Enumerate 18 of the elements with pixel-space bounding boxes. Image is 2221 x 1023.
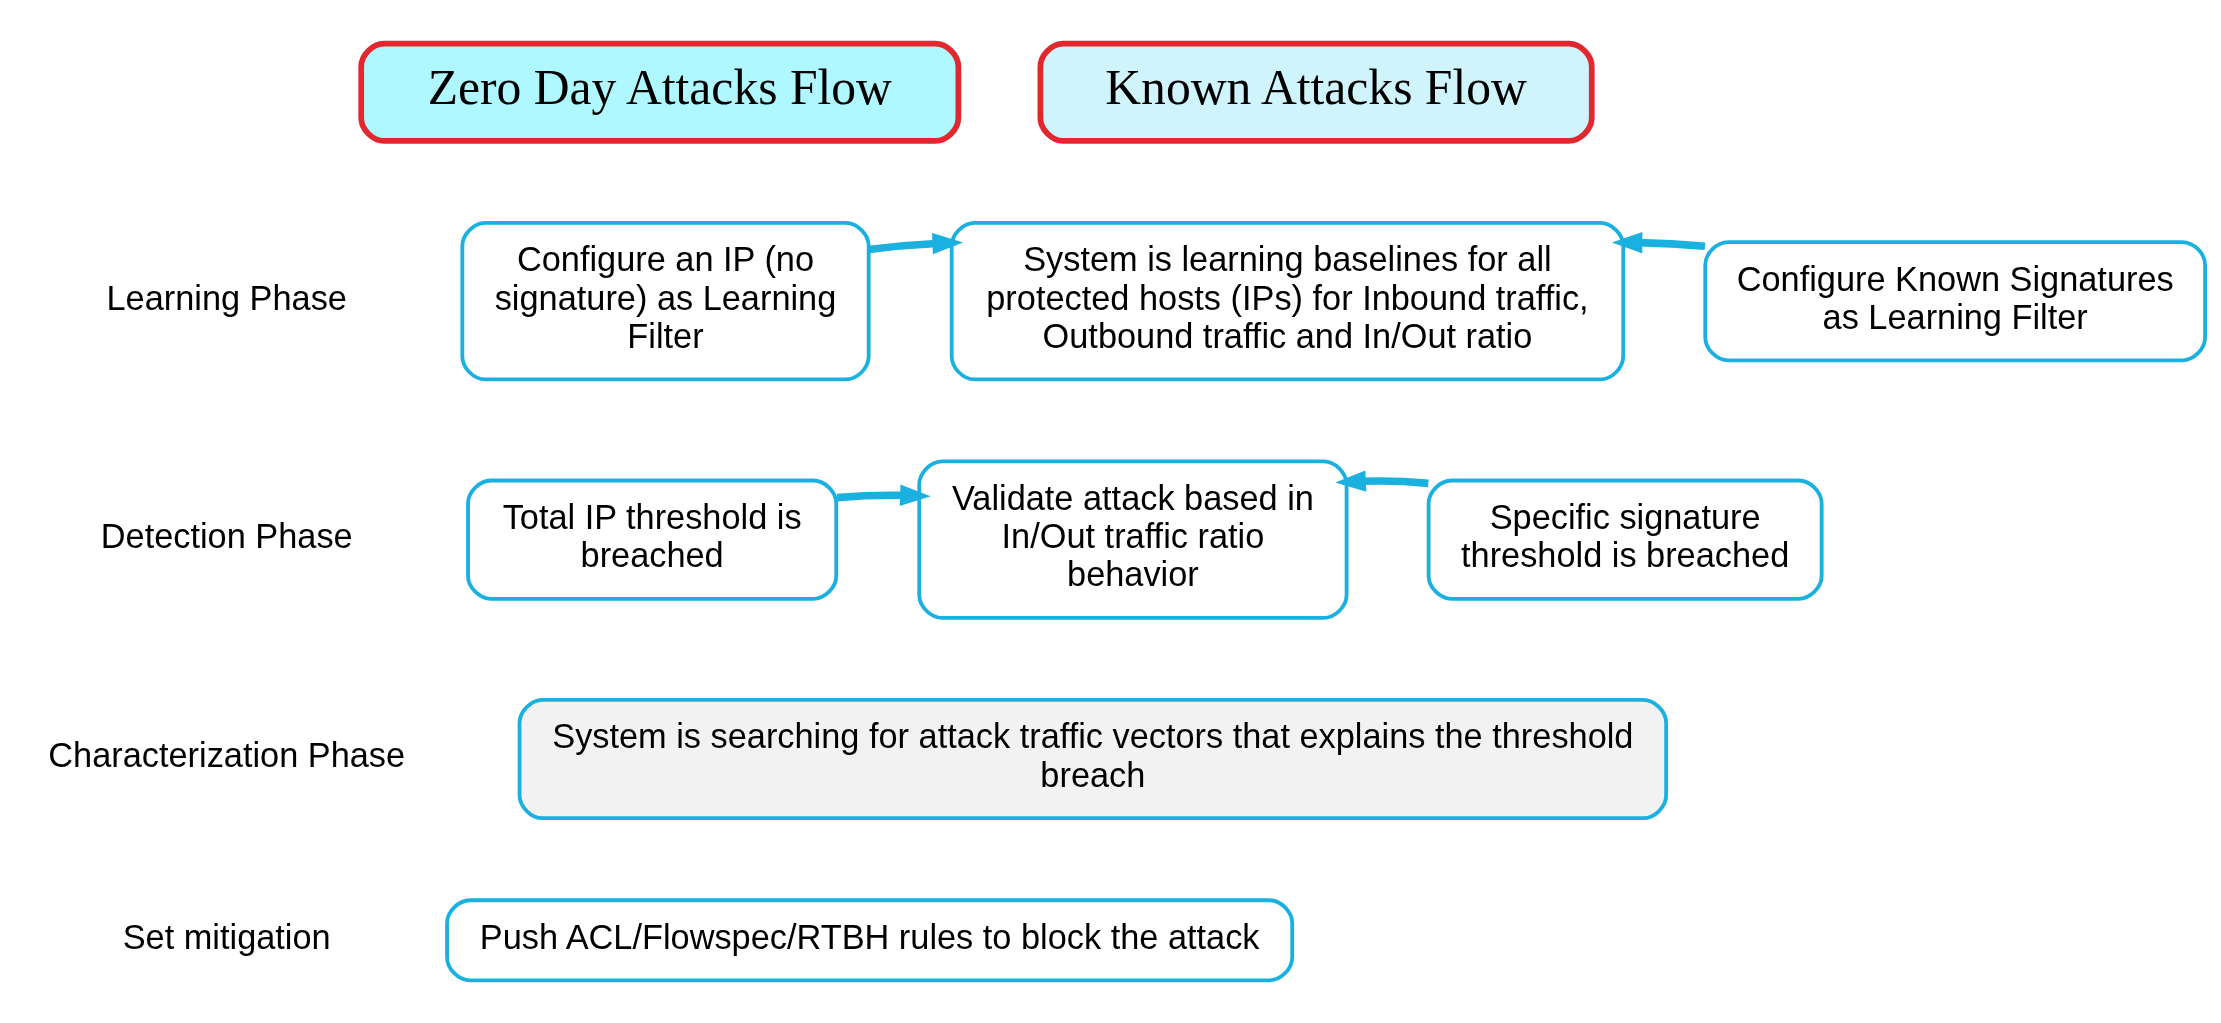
node-box: Total IP threshold is breached: [466, 478, 839, 601]
node-box: Known Attacks Flow: [1037, 40, 1595, 144]
node-box: Configure Known Signatures as Learning Filter: [1703, 239, 2207, 362]
arrow: [868, 232, 964, 254]
label: Learning Phase: [106, 278, 347, 317]
node-box: System is learning baselines for all protected hosts (IPs) for Inbound traffic, Outbound traffic and In/Out ratio: [949, 220, 1626, 381]
node-box: Push ACL/Flowspec/RTBH rules to block the attack: [445, 897, 1295, 982]
node-box: Zero Day Attacks Flow: [358, 40, 962, 144]
node-box: System is searching for attack traffic vectors that explains the threshold breach: [517, 697, 1669, 820]
label: Characterization Phase: [48, 735, 406, 774]
label: Set mitigation: [122, 917, 331, 956]
node-box: Validate attack based in In/Out traffic ratio behavior: [917, 459, 1349, 620]
label: Detection Phase: [100, 516, 353, 555]
arrow: [836, 484, 931, 506]
arrow: [1335, 469, 1429, 492]
node-box: Specific signature threshold is breached: [1426, 478, 1824, 601]
arrow: [1611, 231, 1706, 253]
node-box: Configure an IP (no signature) as Learning Filter: [460, 220, 871, 381]
